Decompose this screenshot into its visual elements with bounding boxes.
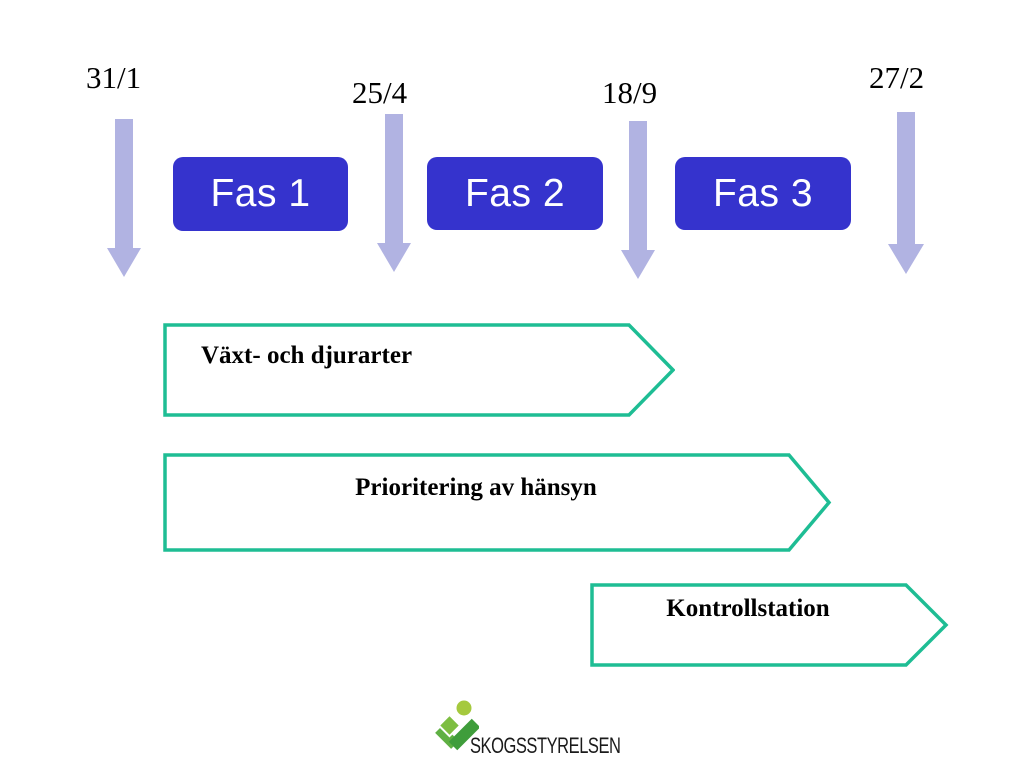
phase-box-fas-2: Fas 2 xyxy=(427,157,603,230)
track-label: Kontrollstation xyxy=(666,595,830,622)
milestone-date-2: 25/4 xyxy=(352,75,408,110)
phase-box-fas-3: Fas 3 xyxy=(675,157,851,230)
down-arrow-icon-3 xyxy=(621,121,655,279)
track-label: Prioritering av hänsyn xyxy=(355,474,597,501)
logo-text: SKOGSSTYRELSEN xyxy=(470,733,621,758)
down-arrow-icon-4 xyxy=(888,112,924,274)
logo-icon xyxy=(435,700,479,751)
track-arrow-vaxt: Växt- och djurarter xyxy=(163,323,675,417)
track-label: Växt- och djurarter xyxy=(201,342,413,369)
phase-label: Fas 2 xyxy=(464,171,566,215)
phase-label: Fas 1 xyxy=(210,172,311,215)
milestone-date-1: 31/1 xyxy=(86,60,142,95)
track-arrow-kontrollstation: Kontrollstation xyxy=(590,583,950,667)
logo: SKOGSSTYRELSEN xyxy=(430,697,630,761)
phase-box-fas-1: Fas 1 xyxy=(173,157,348,231)
milestone-date-3: 18/9 xyxy=(602,75,658,110)
down-arrow-icon-2 xyxy=(377,114,411,272)
down-arrow-icon-1 xyxy=(107,119,141,277)
track-arrow-prioritering: Prioritering av hänsyn xyxy=(163,453,833,552)
milestone-date-4: 27/2 xyxy=(869,60,925,95)
phase-label: Fas 3 xyxy=(712,171,814,215)
